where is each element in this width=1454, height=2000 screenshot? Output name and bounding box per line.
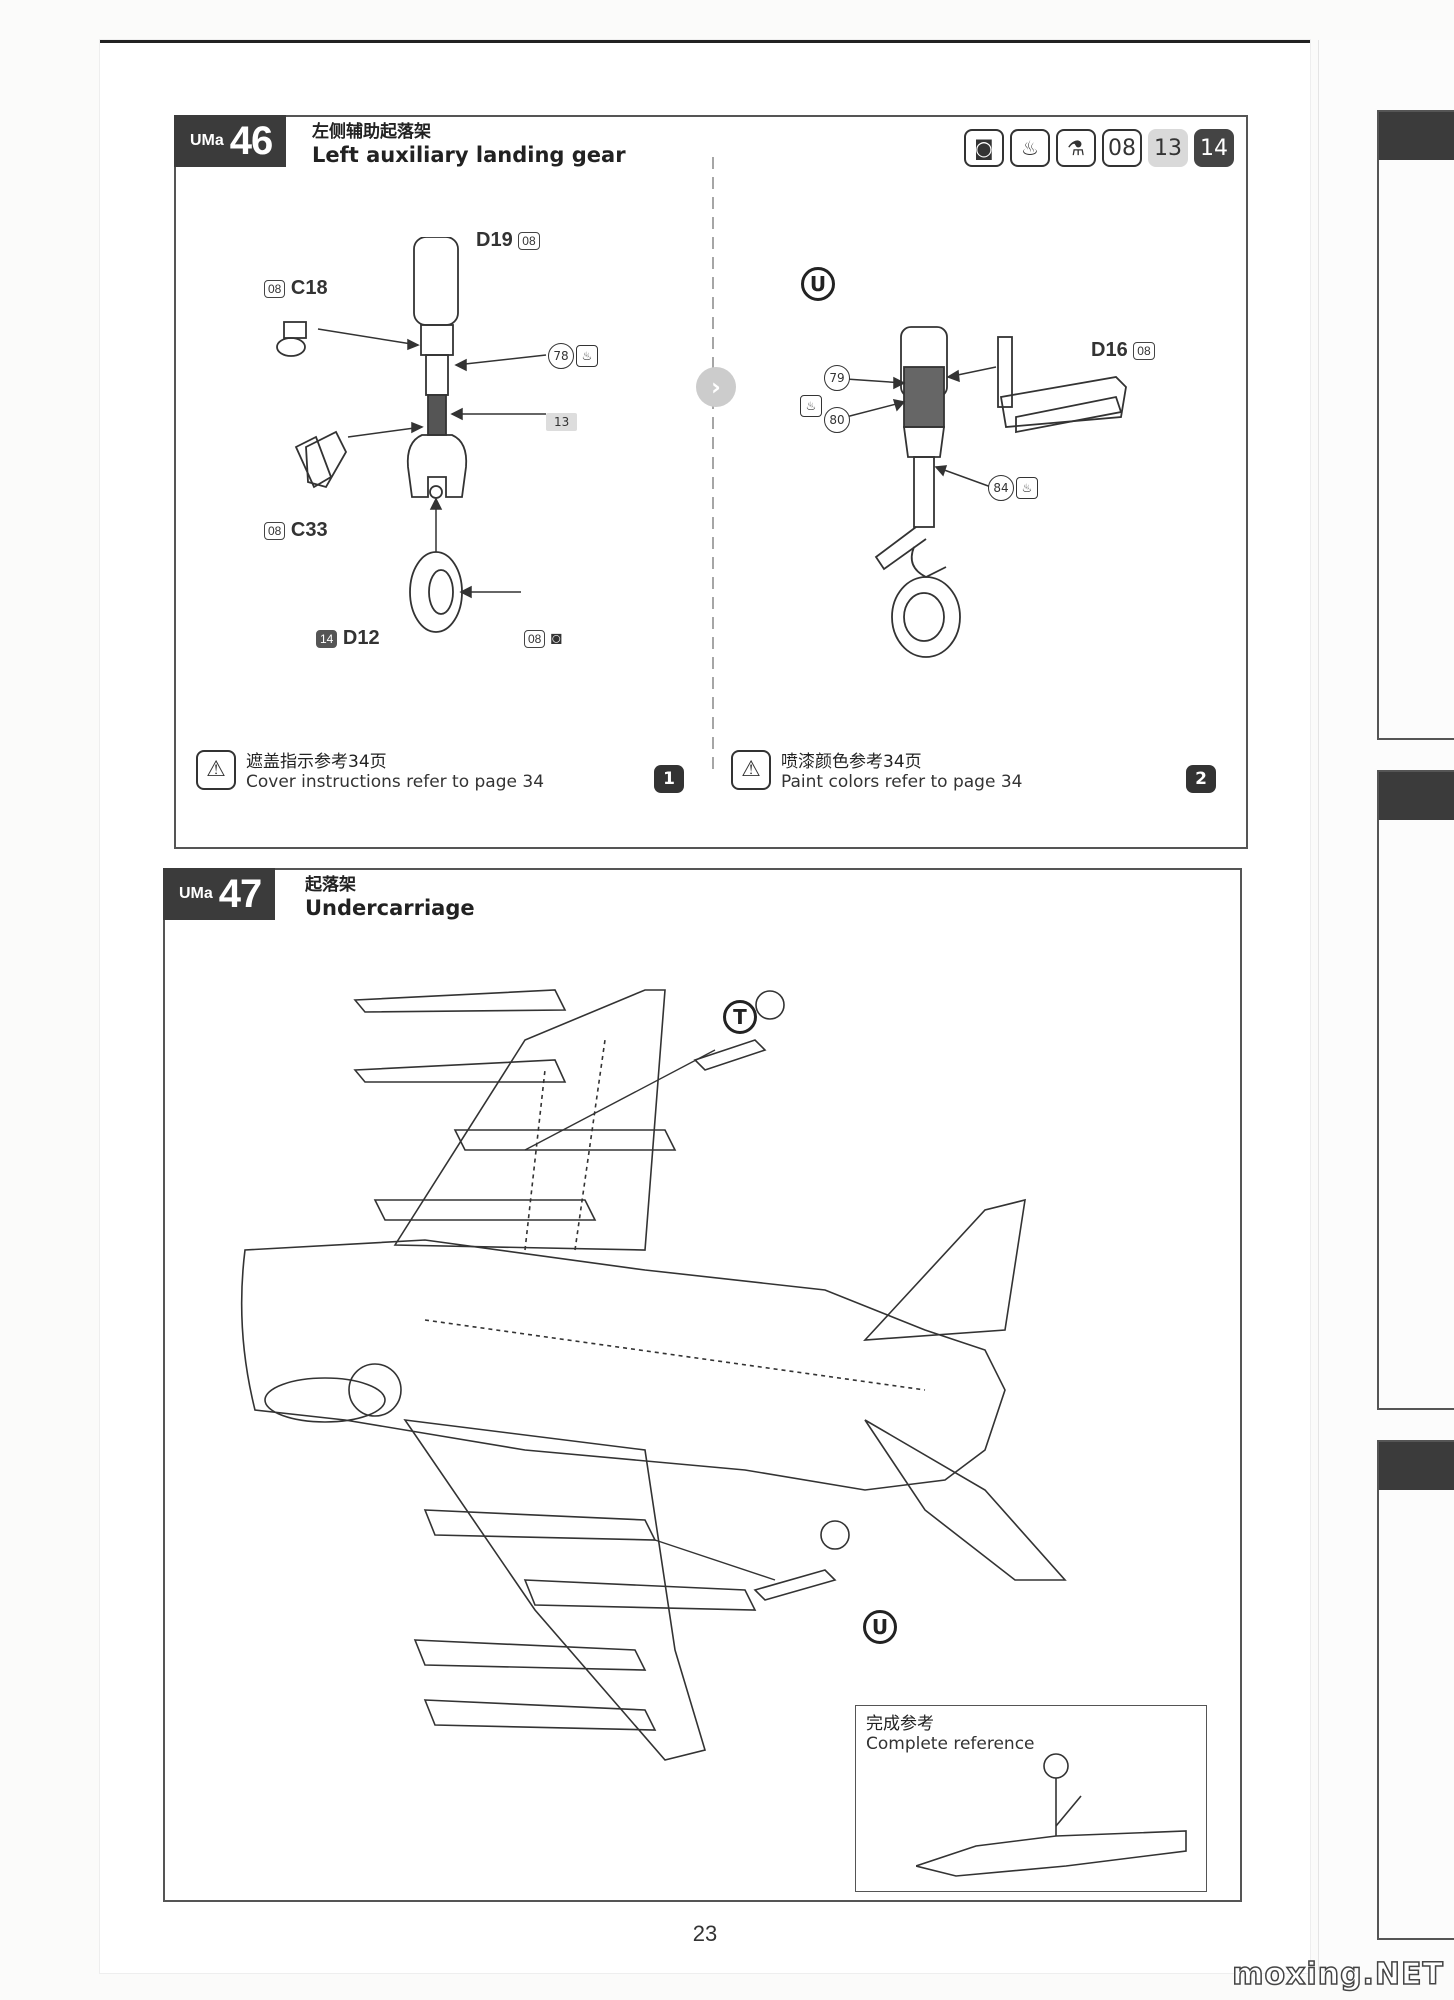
- page-number: 23: [692, 1921, 718, 1946]
- adjacent-step-tab: [1377, 770, 1454, 820]
- paint-chip: 08: [1133, 341, 1155, 360]
- adjacent-page-edge: [1318, 40, 1454, 1970]
- landing-gear-exploded-drawing: [276, 237, 547, 633]
- brand-logo: UMa: [190, 132, 224, 149]
- paint-13-box: 13: [546, 413, 578, 431]
- manual-page: UMa 46 左侧辅助起落架 Left auxiliary landing ge…: [100, 40, 1310, 1973]
- aircraft-underside-drawing: [240, 989, 1067, 1761]
- landing-gear-assembled-drawing: [845, 326, 1127, 658]
- part-d19-label: D19 08: [476, 229, 540, 252]
- step-number: 46: [229, 118, 273, 163]
- part-d12-label: 14 D12: [316, 627, 380, 650]
- paint-chip: 14: [316, 629, 338, 648]
- complete-reference-box: 完成参考 Complete reference: [855, 1705, 1207, 1892]
- callout-79: 79: [824, 365, 850, 391]
- adjacent-step-tab: [1377, 1440, 1454, 1490]
- paint-pot-icon: ♨: [1016, 477, 1038, 499]
- title-cn: 左侧辅助起落架: [312, 122, 431, 142]
- view-letter-t: T: [723, 1000, 757, 1034]
- panel-divider: [712, 157, 714, 777]
- title-en: Undercarriage: [305, 895, 475, 920]
- sub-step-1: 1: [654, 765, 684, 793]
- warning-icon: ⚠: [731, 749, 771, 790]
- note-cn: 喷漆颜色参考34页: [781, 752, 922, 772]
- reference-gear-drawing: [916, 1753, 1187, 1877]
- part-c33-label: 08 C33: [264, 519, 328, 542]
- step-46-panel: UMa 46 左侧辅助起落架 Left auxiliary landing ge…: [174, 115, 1248, 849]
- step-47-panel: UMa 47 起落架 Undercarriage: [163, 868, 1242, 1902]
- paint-colors-note: ⚠ 喷漆颜色参考34页 Paint colors refer to page 3…: [731, 747, 1022, 792]
- adjacent-step-tab: [1377, 110, 1454, 160]
- step-number: 47: [218, 871, 262, 916]
- cover-instructions-note: ⚠ 遮盖指示参考34页 Cover instructions refer to …: [196, 747, 544, 792]
- part-c18-label: 08 C18: [264, 277, 328, 300]
- watermark: moxing.NET: [1231, 1956, 1444, 1993]
- part-d16-label: D16 08: [1091, 339, 1155, 362]
- adjacent-panel-edge: [1377, 1440, 1454, 1940]
- callout-84: 84: [988, 475, 1014, 501]
- paint-code-13: 13: [1148, 129, 1188, 167]
- ref-en: Complete reference: [866, 1734, 1035, 1755]
- part-d16: D16: [1091, 339, 1128, 361]
- paint-chip: 08: [264, 521, 286, 540]
- note-en: Paint colors refer to page 34: [781, 772, 1023, 792]
- part-d12: D12: [342, 627, 380, 649]
- sub-step-2: 2: [1186, 765, 1216, 793]
- mask-icon: ◙: [964, 129, 1004, 167]
- paint-chip: 08: [518, 231, 540, 250]
- note-en: Cover instructions refer to page 34: [246, 772, 545, 792]
- adjacent-panel-edge: [1377, 770, 1454, 1410]
- step-46-title: 左侧辅助起落架 Left auxiliary landing gear: [312, 122, 626, 167]
- callout-78: 78: [548, 343, 574, 369]
- paint-chip: 08: [524, 629, 546, 648]
- warning-icon: ⚠: [196, 749, 236, 790]
- brand-logo: UMa: [179, 885, 213, 902]
- paint-pot-icon: ♨: [576, 345, 598, 367]
- title-en: Left auxiliary landing gear: [312, 142, 626, 167]
- paint-pot-icon: ♨: [800, 395, 822, 417]
- note-cn: 遮盖指示参考34页: [246, 752, 387, 772]
- callout-80: 80: [824, 407, 850, 433]
- next-arrow-icon: ›: [696, 367, 736, 407]
- tire-paint-label: 08 ◙: [524, 627, 562, 650]
- part-c18: C18: [290, 277, 328, 299]
- part-c33: C33: [290, 519, 328, 541]
- view-letter-u: U: [863, 1610, 897, 1644]
- step-46-tab: UMa 46: [174, 115, 287, 167]
- step-47-tab: UMa 47: [163, 868, 276, 920]
- paint-pot-icon: ♨: [1010, 129, 1050, 167]
- ref-cn: 完成参考: [866, 1714, 934, 1734]
- mask-icon: ◙: [550, 628, 562, 648]
- paint-bucket-icon: ⚗: [1056, 129, 1096, 167]
- paint-code-row: ◙ ♨ ⚗ 08 13 14: [964, 129, 1234, 167]
- paint-code-14: 14: [1194, 129, 1234, 167]
- paint-code-08: 08: [1102, 129, 1142, 167]
- adjacent-panel-edge: [1377, 110, 1454, 740]
- part-d19: D19: [476, 229, 513, 251]
- view-letter-u: U: [801, 267, 835, 301]
- title-cn: 起落架: [305, 875, 356, 895]
- step-47-title: 起落架 Undercarriage: [305, 875, 475, 920]
- paint-chip: 08: [264, 279, 286, 298]
